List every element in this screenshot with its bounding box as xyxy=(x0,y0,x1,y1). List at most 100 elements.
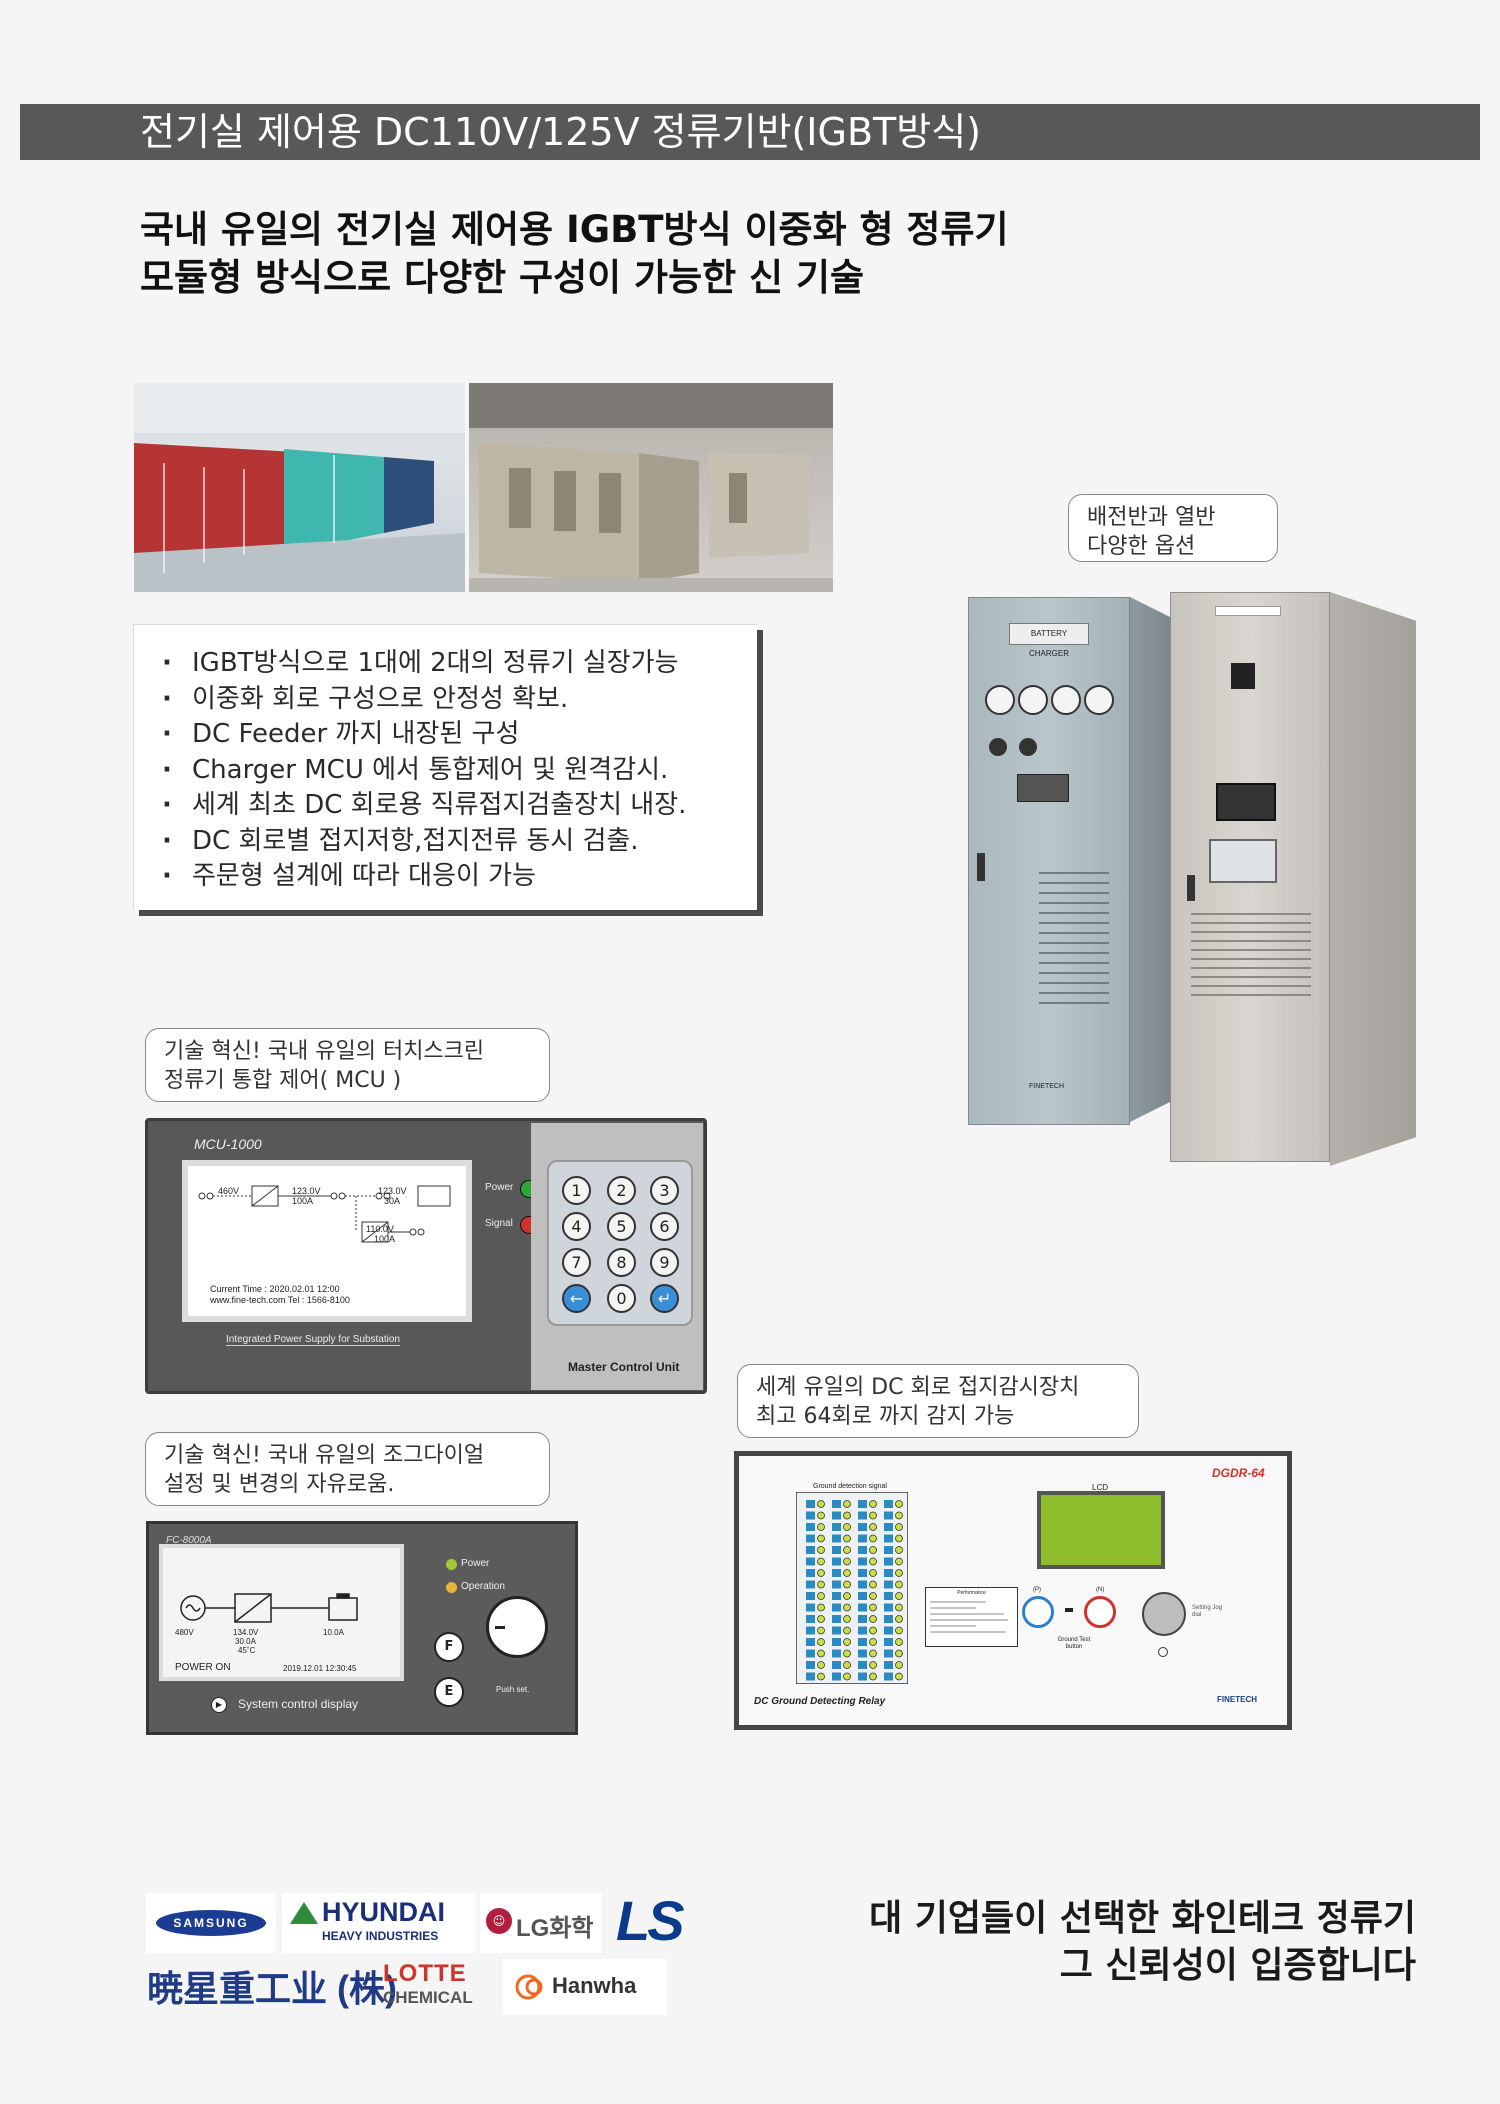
channel-led xyxy=(895,1557,903,1566)
selector-switch-icon xyxy=(1019,738,1037,756)
channel-led xyxy=(895,1500,903,1508)
channel-label-box xyxy=(832,1603,841,1612)
dgdr-n-test-button[interactable] xyxy=(1084,1596,1116,1628)
keypad-key-8[interactable]: 8 xyxy=(607,1248,636,1277)
keypad-key-0[interactable]: 0 xyxy=(607,1284,636,1313)
feature-item: 세계 최초 DC 회로용 직류접지검출장치 내장. xyxy=(162,788,686,824)
channel-led xyxy=(843,1649,851,1658)
channel-led xyxy=(843,1592,851,1600)
channel-label-box xyxy=(884,1626,893,1635)
channel-led xyxy=(869,1638,877,1646)
channel-led xyxy=(869,1603,877,1612)
callout-line: 설정 및 변경의 자유로움. xyxy=(164,1472,395,1497)
keypad-key-3[interactable]: 3 xyxy=(650,1176,679,1205)
channel-label-box xyxy=(832,1580,841,1589)
channel-label-box xyxy=(884,1672,893,1681)
channel-led xyxy=(817,1603,825,1612)
keypad-key-1[interactable]: 1 xyxy=(562,1176,591,1205)
hyundai-triangle-icon xyxy=(290,1902,318,1924)
fc-jog-dial[interactable] xyxy=(486,1596,548,1658)
channel-led xyxy=(817,1592,825,1600)
channel-led xyxy=(869,1672,877,1681)
channel-label-box xyxy=(884,1523,893,1531)
door-handle-icon[interactable] xyxy=(1187,875,1195,901)
fc-e-button[interactable]: E xyxy=(434,1677,464,1707)
channel-label-box xyxy=(832,1672,841,1681)
keypad-key-7[interactable]: 7 xyxy=(562,1248,591,1277)
jog-dial-marker xyxy=(495,1626,505,1629)
channel-led xyxy=(869,1661,877,1669)
callout-line: 기술 혁신! 국내 유일의 터치스크린 xyxy=(164,1039,485,1064)
fc-operation-led xyxy=(446,1582,457,1593)
keypad-key-2[interactable]: 2 xyxy=(607,1176,636,1205)
dgdr-button-separator xyxy=(1065,1608,1073,1612)
hanwha-swirl-icon xyxy=(515,1974,543,2000)
channel-label-box xyxy=(858,1626,867,1635)
dgdr-jog-label: Setting Jog dial xyxy=(1192,1605,1223,1618)
samsung-logo: SAMSUNG xyxy=(146,1893,276,1953)
rectifier-room-photo xyxy=(469,383,833,592)
lg-chem-logo: ☺ LG화학 xyxy=(480,1893,602,1953)
dgdr-performance-lines xyxy=(930,1601,1008,1633)
channel-led xyxy=(817,1534,825,1543)
channel-led xyxy=(843,1580,851,1589)
channel-led xyxy=(843,1638,851,1646)
channel-led xyxy=(895,1523,903,1531)
channel-led xyxy=(895,1638,903,1646)
closing-line: 그 신뢰성이 입증합니다 xyxy=(1059,1945,1416,1986)
door-handle-icon[interactable] xyxy=(977,853,985,881)
channel-label-box xyxy=(884,1546,893,1554)
fc-f-button[interactable]: F xyxy=(434,1632,464,1662)
channel-led xyxy=(843,1557,851,1566)
dgdr-performance-title: Performance xyxy=(957,1590,986,1596)
mcu-unit-label: Master Control Unit xyxy=(568,1360,680,1374)
channel-label-box xyxy=(832,1500,841,1508)
cabinet-controller-screen xyxy=(1017,774,1069,802)
keypad-key-9[interactable]: 9 xyxy=(650,1248,679,1277)
ground-relay-unit xyxy=(1209,839,1277,883)
mcu-single-line-diagram xyxy=(198,1185,451,1243)
channel-label-box xyxy=(806,1580,815,1589)
callout-line: 세계 유일의 DC 회로 접지감시장치 xyxy=(756,1375,1080,1400)
keypad-key-5[interactable]: 5 xyxy=(607,1212,636,1241)
channel-label-box xyxy=(832,1546,841,1554)
channel-led xyxy=(843,1546,851,1554)
channel-label-box xyxy=(858,1511,867,1520)
fc-power-led xyxy=(446,1559,457,1570)
channel-label-box xyxy=(858,1534,867,1543)
channel-label-box xyxy=(884,1649,893,1658)
cabinet-controller-screen xyxy=(1216,783,1276,821)
keypad-enter-key[interactable]: ↵ xyxy=(650,1284,679,1313)
vent-grille xyxy=(1191,913,1311,996)
keypad-key-4[interactable]: 4 xyxy=(562,1212,591,1241)
switchgear-room-photo xyxy=(134,383,465,592)
mcu-touchscreen[interactable]: 460V 123.0V 100A 123.0V 30A 110.0V 100A … xyxy=(182,1160,472,1322)
callout-line: 배전반과 열반 xyxy=(1087,505,1216,530)
channel-label-box xyxy=(858,1638,867,1646)
dgdr-led-matrix xyxy=(796,1492,908,1684)
channel-label-box xyxy=(832,1661,841,1669)
mcu-out3-current: 100A xyxy=(374,1234,396,1244)
mcu-out2-current: 30A xyxy=(384,1196,401,1206)
channel-label-box xyxy=(858,1580,867,1589)
callout-ground: 세계 유일의 DC 회로 접지감시장치 최고 64회로 까지 감지 가능 xyxy=(737,1364,1139,1438)
channel-led xyxy=(817,1557,825,1566)
keypad-key-6[interactable]: 6 xyxy=(650,1212,679,1241)
channel-led xyxy=(817,1546,825,1554)
channel-led xyxy=(895,1592,903,1600)
dgdr-p-test-button[interactable] xyxy=(1022,1596,1054,1628)
dgdr-jog-dial[interactable] xyxy=(1142,1592,1186,1636)
dgdr-lcd-label: LCD xyxy=(1092,1483,1109,1492)
gauge-icon xyxy=(985,685,1114,715)
dgdr-signal-label: Ground detection signal xyxy=(813,1483,887,1490)
fc-temperature: 45˚C xyxy=(238,1646,256,1655)
channel-led xyxy=(843,1511,851,1520)
channel-led xyxy=(817,1523,825,1531)
keypad-back-key[interactable]: ← xyxy=(562,1284,591,1313)
dgdr-lcd xyxy=(1037,1491,1165,1569)
channel-label-box xyxy=(806,1661,815,1669)
channel-led xyxy=(843,1661,851,1669)
channel-led xyxy=(817,1626,825,1635)
channel-label-box xyxy=(832,1534,841,1543)
subheadline-line1: 국내 유일의 전기실 제어용 IGBT방식 이중화 형 정류기 xyxy=(140,208,1009,251)
